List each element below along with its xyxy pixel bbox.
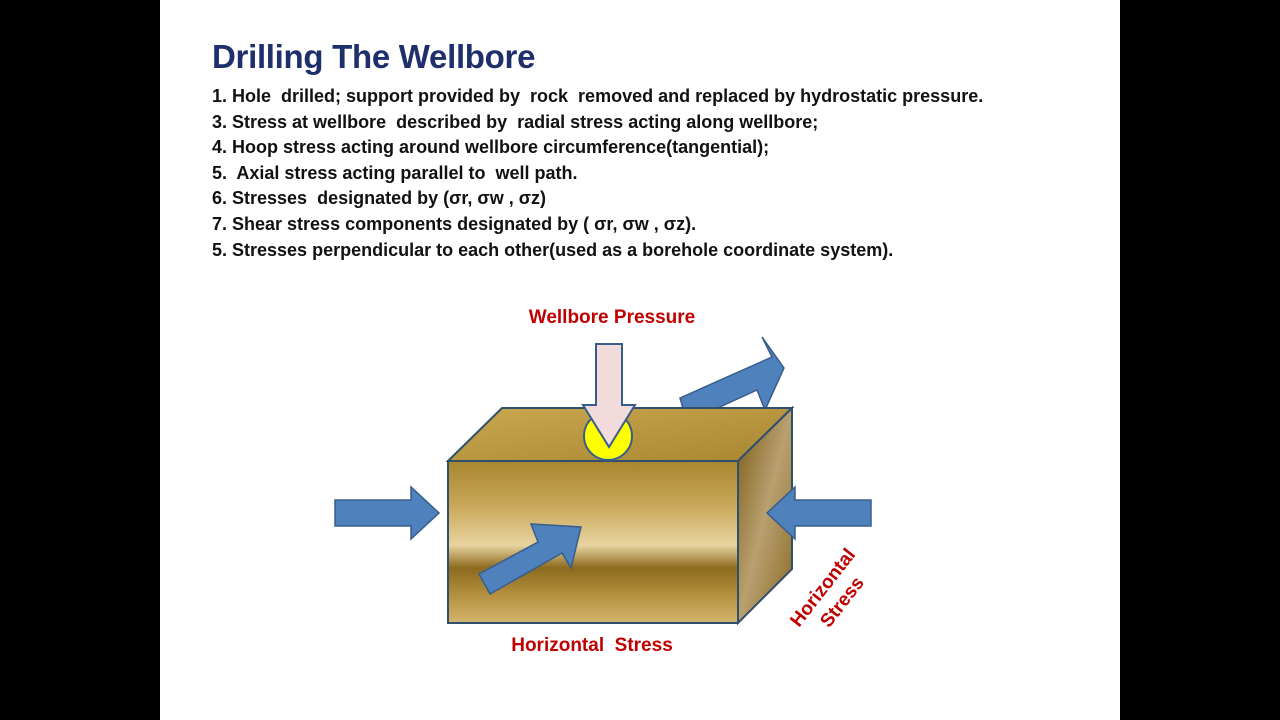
block-front-face	[447, 460, 739, 624]
slide-title: Drilling The Wellbore	[212, 38, 536, 75]
bullet-item: 7. Shear stress components designated by…	[212, 213, 697, 234]
slide: Drilling The Wellbore 1. Hole drilled; s…	[160, 0, 1120, 720]
bullet-list: 1. Hole drilled; support provided by roc…	[212, 84, 983, 263]
bullet-item: 5. Stresses perpendicular to each other(…	[212, 239, 894, 260]
horizontal-stress-front-arrow	[477, 523, 582, 596]
bullet-item: 5. Axial stress acting parallel to well …	[212, 162, 578, 183]
horizontal-stress-right-arrow	[765, 485, 872, 541]
bullet-item: 3. Stress at wellbore described by radia…	[212, 111, 819, 132]
bullet-item: 1. Hole drilled; support provided by roc…	[212, 86, 984, 106]
horizontal-stress-side-label: Horizontal Stress	[786, 545, 868, 632]
wellbore-pressure-arrow	[581, 343, 637, 449]
horizontal-stress-front-label: Horizontal Stress	[511, 635, 673, 656]
horizontal-stress-left-arrow	[334, 485, 441, 541]
stress-block-diagram: Wellbore Pressure Horizontal Stress Hori…	[334, 307, 872, 656]
bullet-item: 4. Hoop stress acting around wellbore ci…	[212, 137, 770, 158]
wellbore-pressure-label: Wellbore Pressure	[529, 307, 696, 328]
bullet-item: 6. Stresses designated by (σr, σw , σz)	[212, 188, 547, 209]
